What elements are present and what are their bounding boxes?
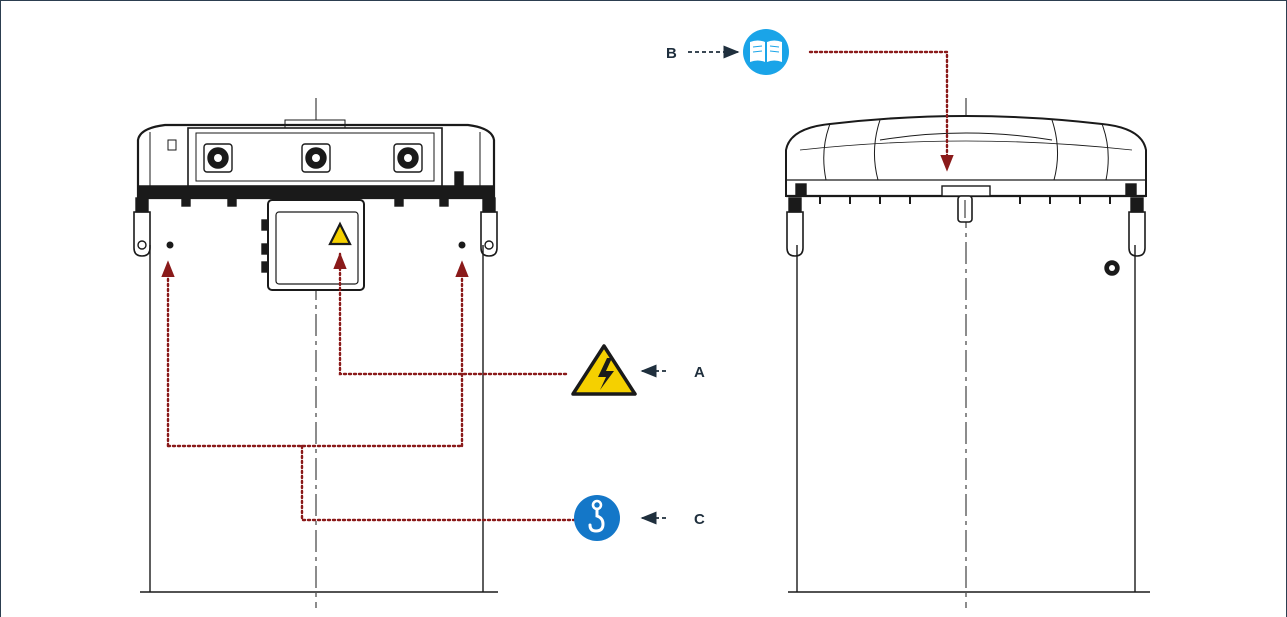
head-housing (136, 119, 496, 207)
domed-lid (785, 115, 1147, 223)
leader-c-stem (300, 444, 576, 522)
callout-b: B (666, 29, 789, 75)
electrical-box (261, 199, 365, 291)
read-manual-icon (743, 29, 789, 75)
right-lifting-eye (480, 197, 498, 257)
leader-b (808, 50, 954, 172)
callout-a-label: A (694, 364, 705, 381)
connector-1 (203, 143, 233, 173)
callout-a: A (571, 344, 705, 396)
box-warning-label (328, 221, 352, 246)
front-view (133, 98, 498, 608)
ground-symbol (1104, 260, 1120, 276)
side-view (785, 98, 1150, 608)
leader-a (333, 252, 568, 376)
lifting-hook-icon (574, 495, 620, 541)
connector-2 (301, 143, 331, 173)
side-left-lifting-eye (786, 197, 804, 257)
left-lifting-eye (133, 197, 151, 257)
callout-c: C (574, 495, 705, 541)
connector-3 (393, 143, 423, 173)
lifting-point-left (166, 241, 174, 249)
electrical-hazard-icon (571, 344, 637, 396)
callout-b-label: B (666, 45, 677, 62)
side-right-lifting-eye (1128, 197, 1146, 257)
leader-lines (161, 50, 954, 522)
callout-c-label: C (694, 511, 705, 528)
lifting-point-right (458, 241, 466, 249)
